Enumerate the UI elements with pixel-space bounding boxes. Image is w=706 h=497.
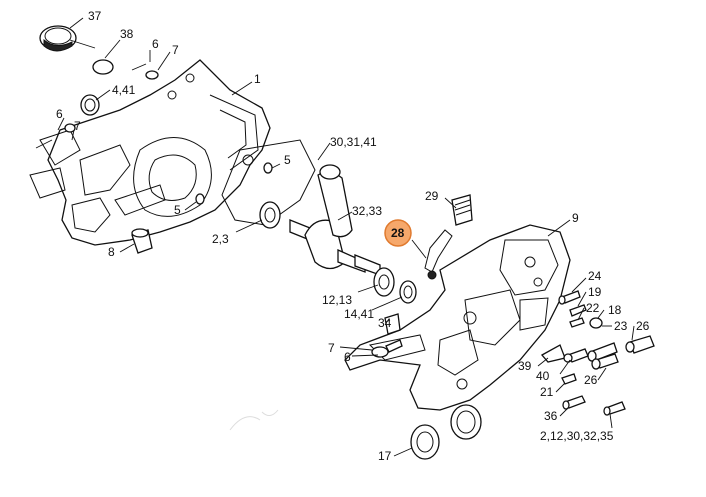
callout-26-bottom: 26 bbox=[584, 373, 598, 387]
callout-21: 21 bbox=[540, 385, 554, 399]
callout-34: 34 bbox=[378, 316, 392, 330]
stud-26-top bbox=[625, 335, 655, 354]
plug-part-34 bbox=[384, 313, 401, 335]
gasket-part bbox=[221, 139, 316, 226]
callout-39: 39 bbox=[518, 359, 532, 373]
screw-washer-mid bbox=[371, 339, 403, 358]
callout-40: 40 bbox=[536, 369, 550, 383]
callout-9: 9 bbox=[572, 211, 579, 225]
left-crankcase-half bbox=[29, 59, 271, 246]
crankshaft-part bbox=[289, 164, 381, 276]
callout-32-33: 32,33 bbox=[352, 204, 382, 218]
callout-29: 29 bbox=[425, 189, 439, 203]
callout-7-left: 7 bbox=[74, 119, 81, 133]
faint-mark bbox=[229, 416, 261, 431]
screw-36 bbox=[562, 395, 586, 410]
screw-21 bbox=[561, 373, 577, 385]
callout-2-3: 2,3 bbox=[212, 232, 229, 246]
callout-14-41: 14,41 bbox=[344, 307, 374, 321]
callout-8: 8 bbox=[108, 245, 115, 259]
callout-7-mid: 7 bbox=[328, 341, 335, 355]
bearing-left bbox=[259, 201, 281, 229]
callout-19: 19 bbox=[588, 285, 602, 299]
callout-23: 23 bbox=[614, 319, 628, 333]
callout-1: 1 bbox=[254, 72, 261, 86]
callout-6-top: 6 bbox=[152, 37, 159, 51]
callout-17: 17 bbox=[378, 449, 392, 463]
screw-35 bbox=[603, 401, 626, 416]
callout-28: 28 bbox=[391, 226, 405, 240]
highlight-circle-28 bbox=[384, 219, 412, 247]
screw-24 bbox=[558, 290, 581, 305]
clip-part-39 bbox=[540, 344, 566, 363]
callout-2-12-30-32-35: 2,12,30,32,35 bbox=[540, 429, 614, 443]
callout-18: 18 bbox=[608, 303, 622, 317]
dowel-pin-left bbox=[195, 193, 205, 205]
oil-seal-part bbox=[80, 94, 100, 116]
o-ring-part bbox=[92, 59, 114, 75]
callout-6-mid: 6 bbox=[344, 350, 351, 364]
callout-30-31-41: 30,31,41 bbox=[330, 135, 377, 149]
plug-part-8 bbox=[131, 228, 153, 254]
callout-26-top: 26 bbox=[636, 319, 650, 333]
leader-lines bbox=[57, 17, 635, 457]
screw-washer-left bbox=[35, 123, 76, 149]
faint-mark-2 bbox=[261, 409, 279, 416]
callout-22: 22 bbox=[586, 301, 600, 315]
screw-22 bbox=[569, 317, 585, 328]
oil-hose-part bbox=[451, 194, 473, 226]
callout-4-41: 4,41 bbox=[112, 83, 136, 97]
dowel-pin-right bbox=[263, 162, 273, 174]
screw-40 bbox=[563, 348, 589, 363]
screw-19 bbox=[569, 304, 587, 317]
nut-18 bbox=[589, 317, 603, 329]
oil-pickup-line-part bbox=[424, 229, 453, 280]
callout-37: 37 bbox=[88, 9, 102, 23]
callout-12-13: 12,13 bbox=[322, 293, 352, 307]
annular-buffer-right bbox=[450, 404, 482, 440]
callout-5-left: 5 bbox=[174, 203, 181, 217]
callout-24: 24 bbox=[588, 269, 602, 283]
callout-7-top: 7 bbox=[172, 43, 179, 57]
screw-washer-top bbox=[131, 63, 159, 80]
callout-36: 36 bbox=[544, 409, 558, 423]
fuel-cap-part bbox=[39, 25, 96, 52]
callout-38: 38 bbox=[120, 27, 134, 41]
callout-labels: 37 38 6 7 1 4,41 6 7 30,31,41 5 5 32,33 … bbox=[56, 9, 650, 463]
annular-buffer-17 bbox=[410, 424, 440, 460]
callout-6-left: 6 bbox=[56, 107, 63, 121]
stud-26-bottom bbox=[591, 353, 619, 370]
bearing-right bbox=[373, 267, 417, 304]
callout-5-right: 5 bbox=[284, 153, 291, 167]
stud-23 bbox=[587, 342, 618, 362]
